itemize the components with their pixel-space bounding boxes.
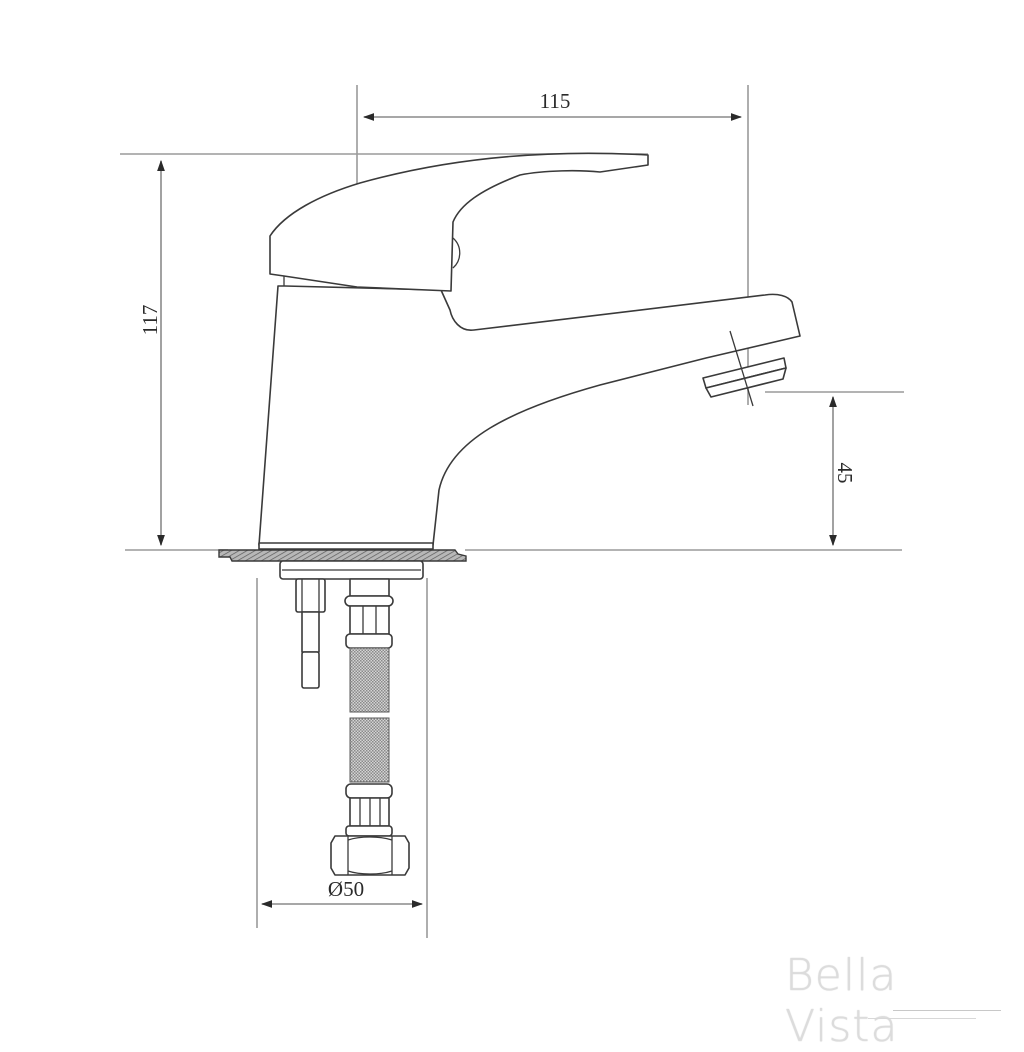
hex-nut (330, 835, 410, 876)
mounting-plate (218, 549, 467, 562)
dimension-clearance-label: 45 (833, 463, 857, 484)
dimension-diameter: Ø50 (260, 877, 424, 908)
lever-handle (269, 152, 649, 292)
dimension-width-label: 115 (540, 89, 571, 113)
base-collar (258, 542, 434, 550)
mounting-stud (295, 578, 326, 689)
brand-logo: Bella Vista (785, 950, 899, 1052)
under-bench-fixture (279, 560, 424, 580)
braided-hose (344, 578, 394, 837)
extension-lines (120, 85, 904, 938)
tap-technical-drawing: 115 117 45 Ø50 (120, 85, 904, 938)
dimension-height-label: 117 (138, 305, 162, 336)
dimension-width: 115 (362, 89, 743, 121)
dimension-clearance: 45 (829, 395, 857, 547)
brand-underline (893, 1010, 1001, 1011)
tap-body (258, 285, 801, 546)
hose-mesh-lower (349, 717, 390, 783)
dimension-height: 117 (138, 159, 165, 547)
hose-mesh-upper (349, 647, 390, 713)
aerator (702, 330, 787, 407)
dimension-diameter-label: Ø50 (328, 877, 364, 901)
brand-underline-secondary (868, 1018, 976, 1019)
